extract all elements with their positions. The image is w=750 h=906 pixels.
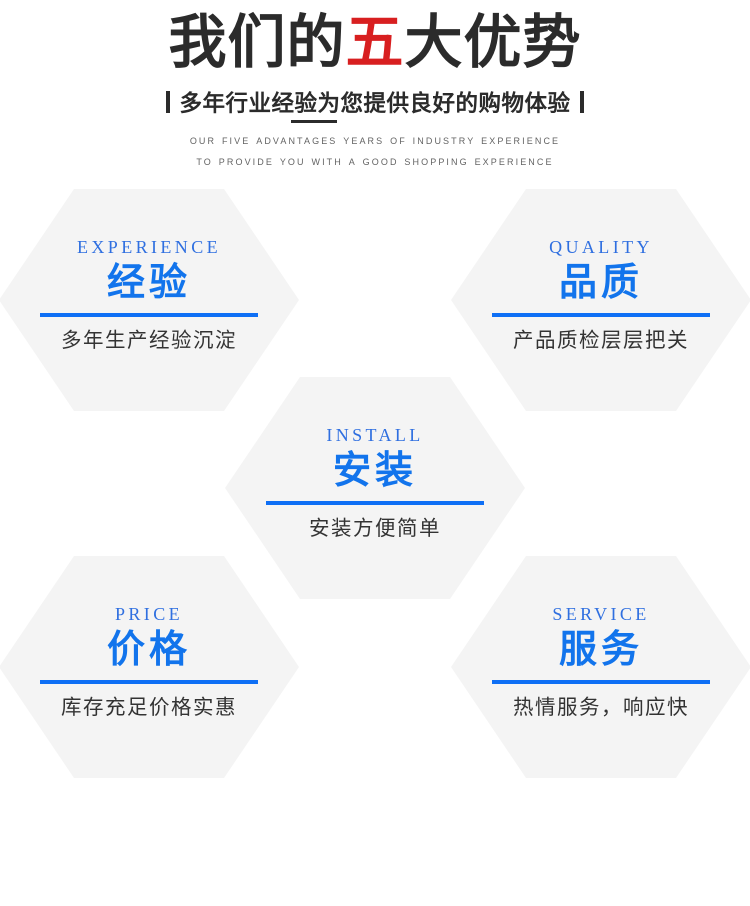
advantage-label-en: PRICE: [114, 604, 183, 624]
advantage-description: 库存充足价格实惠: [61, 694, 237, 719]
advantage-card-content: EXPERIENCE 经验 多年生产经验沉淀: [40, 189, 258, 352]
page-title-accent: 五: [345, 8, 405, 76]
page-title-suffix: 大优势: [404, 8, 582, 76]
subtitle-english-line-2: to provide you with a good shopping expe…: [196, 153, 554, 169]
advantage-label-en: SERVICE: [552, 604, 650, 624]
advantage-card-content: PRICE 价格 库存充足价格实惠: [40, 556, 258, 719]
page-title: 我们的五大优势: [0, 0, 750, 76]
advantage-divider: [40, 679, 258, 684]
page-title-prefix: 我们的: [168, 8, 346, 76]
advantage-divider: [266, 500, 484, 505]
advantage-label-cn: 经验: [106, 260, 191, 304]
advantage-label-cn: 服务: [558, 627, 643, 671]
advantage-card-experience[interactable]: EXPERIENCE 经验 多年生产经验沉淀: [0, 189, 299, 411]
advantage-card-content: SERVICE 服务 热情服务，响应快: [492, 556, 710, 719]
advantage-description: 安装方便简单: [309, 515, 441, 540]
advantage-card-service[interactable]: SERVICE 服务 热情服务，响应快: [451, 556, 750, 778]
advantage-label-cn: 安装: [332, 448, 417, 492]
subtitle-chinese: 多年行业经验为您提供良好的购物体验: [179, 86, 570, 124]
advantage-label-cn: 品质: [558, 260, 643, 304]
advantage-description: 热情服务，响应快: [513, 694, 689, 719]
advantage-divider: [492, 312, 710, 317]
bar-right-icon: [579, 91, 584, 114]
subtitle-english-line-1: Our five advantages years of industry ex…: [189, 132, 561, 148]
advantage-label-en: INSTALL: [326, 425, 424, 445]
advantage-description: 产品质检层层把关: [513, 327, 689, 352]
advantage-description: 多年生产经验沉淀: [61, 327, 237, 352]
advantage-label-en: QUALITY: [549, 237, 653, 257]
advantage-card-quality[interactable]: QUALITY 品质 产品质检层层把关: [451, 189, 750, 411]
advantage-divider: [40, 312, 258, 317]
bar-left-icon: [166, 91, 171, 114]
advantage-label-en: EXPERIENCE: [77, 237, 221, 257]
page-header: 我们的五大优势 多年行业经验为您提供良好的购物体验 Our five advan…: [0, 0, 750, 172]
advantage-label-cn: 价格: [106, 627, 191, 671]
advantage-divider: [492, 679, 710, 684]
advantage-card-price[interactable]: PRICE 价格 库存充足价格实惠: [0, 556, 299, 778]
advantage-card-install[interactable]: INSTALL 安装 安装方便简单: [225, 377, 525, 599]
subtitle-english: Our five advantages years of industry ex…: [0, 130, 750, 172]
subtitle-chinese-row: 多年行业经验为您提供良好的购物体验: [0, 86, 750, 124]
advantage-card-content: QUALITY 品质 产品质检层层把关: [492, 189, 710, 352]
advantage-card-content: INSTALL 安装 安装方便简单: [266, 377, 484, 540]
